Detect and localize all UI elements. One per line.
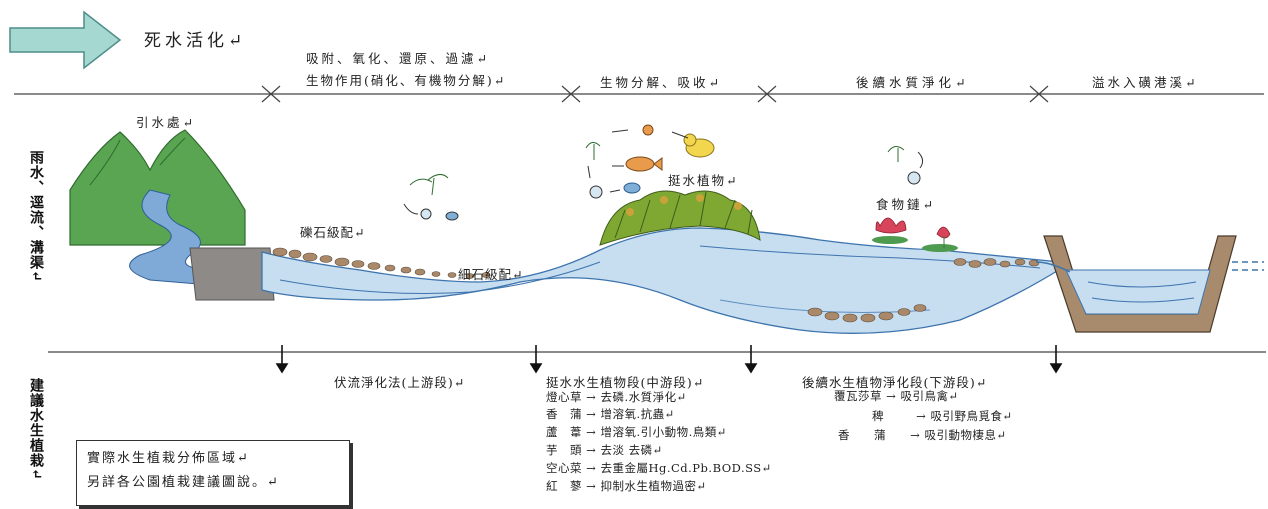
emergent-plants-icon xyxy=(599,190,761,246)
section-downstream: 後續水生植物淨化段(下游段)↵ xyxy=(802,375,988,390)
section-upstream: 伏流淨化法(上游段)↵ xyxy=(334,375,466,390)
mid-plant-name: 蘆 葦 xyxy=(546,425,582,439)
stage-x-markers xyxy=(261,85,1049,103)
down-plant-effect: → 吸引動物棲息↵ xyxy=(910,428,1007,442)
label-coarse-gravel: 礫石級配↵ xyxy=(300,225,366,240)
mid-plant-effect: → 抑制水生植物過密↵ xyxy=(586,479,707,493)
water-body xyxy=(261,227,1063,334)
down-plant-effect: → 吸引鳥禽↵ xyxy=(886,389,959,403)
mid-plant-effect: → 去淡 去磷↵ xyxy=(586,443,663,457)
down-plant-row: 香 蒲 → 吸引動物棲息↵ xyxy=(838,427,1007,443)
section-midstream: 挺水水生植物段(中游段)↵ xyxy=(546,375,705,390)
section-arrows xyxy=(275,345,1063,374)
mid-plant-name: 香 蒲 xyxy=(546,407,582,421)
label-intake: 引水處↵ xyxy=(136,115,196,130)
down-plant-name: 香 蒲 xyxy=(838,428,886,442)
note-line-1: 實際水生植栽分佈區域↵ xyxy=(87,451,250,466)
mid-plant-row: 燈心草 → 去磷.水質淨化↵ xyxy=(546,389,687,405)
stage-label-4: 溢水入磺港溪↵ xyxy=(1092,75,1199,90)
food-cycle-icons xyxy=(585,124,715,199)
label-emergent-plants: 挺水植物↵ xyxy=(668,173,739,188)
label-food-chain: 食物鏈↵ xyxy=(876,197,936,212)
left-label-runoff: 雨水、逕流、溝渠↵ xyxy=(28,150,44,283)
note-box: 實際水生植栽分佈區域↵ 另詳各公園植栽建議圖說。↵ xyxy=(76,440,350,506)
mid-plant-name: 空心菜 xyxy=(546,461,582,475)
down-plant-name: 覆瓦莎草 xyxy=(834,389,882,403)
food-chain-small-icons xyxy=(403,146,924,221)
stage-label-2: 生物分解、吸收↵ xyxy=(600,75,722,90)
title-arrow-icon xyxy=(9,10,122,70)
stage-label-1-line1: 吸附、氧化、還原、過濾↵ xyxy=(306,51,490,66)
mid-plant-row: 紅 蓼 → 抑制水生植物過密↵ xyxy=(546,478,707,494)
mid-plant-effect: → 增溶氧.抗蟲↵ xyxy=(586,407,675,421)
mid-plant-effect: → 去磷.水質淨化↵ xyxy=(586,390,687,404)
mid-plant-row: 空心菜 → 去重金屬Hg.Cd.Pb.BOD.SS↵ xyxy=(546,460,772,476)
note-line-2: 另詳各公園植栽建議圖說。↵ xyxy=(87,475,280,490)
diagram-title: 死水活化↵ xyxy=(144,31,247,51)
mid-plant-row: 蘆 葦 → 增溶氧.引小動物.鳥類↵ xyxy=(546,424,727,440)
left-label-suggested-plants: 建議水生植栽↵ xyxy=(28,378,44,481)
down-plant-effect: → 吸引野鳥覓食↵ xyxy=(916,409,1013,423)
mid-plant-effect: → 去重金屬Hg.Cd.Pb.BOD.SS↵ xyxy=(586,461,772,475)
mid-plant-row: 香 蒲 → 增溶氧.抗蟲↵ xyxy=(546,406,675,422)
mid-plant-effect: → 增溶氧.引小動物.鳥類↵ xyxy=(586,425,727,439)
mountain-icon xyxy=(69,129,246,246)
stage-label-3: 後續水質淨化↵ xyxy=(856,75,970,90)
gravel-bed xyxy=(272,247,1040,323)
outflow-tank xyxy=(1035,235,1264,333)
down-plant-row: 覆瓦莎草 → 吸引鳥禽↵ xyxy=(834,388,959,404)
mid-plant-name: 燈心草 xyxy=(546,390,582,404)
intake-block xyxy=(189,247,275,301)
down-plant-name: 稗 xyxy=(872,409,884,423)
down-plant-row: 稗 → 吸引野鳥覓食↵ xyxy=(872,408,1013,424)
label-fine-gravel: 細石級配↵ xyxy=(458,267,524,282)
mid-plant-name: 紅 蓼 xyxy=(546,479,582,493)
mid-plant-row: 芋 頭 → 去淡 去磷↵ xyxy=(546,442,663,458)
mid-plant-name: 芋 頭 xyxy=(546,443,582,457)
stage-label-1-line2: 生物作用(硝化、有機物分解)↵ xyxy=(306,73,507,88)
lotus-icon xyxy=(872,217,958,252)
